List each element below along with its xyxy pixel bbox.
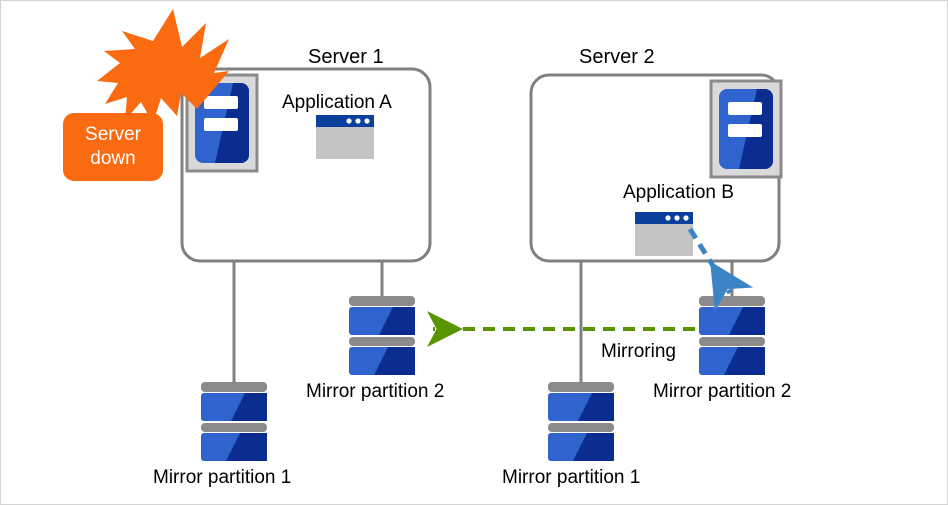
application-b-label: Application B — [623, 182, 734, 203]
blue-dashed-down-arrow-icon — [687, 227, 754, 312]
server-1-title: Server 1 — [308, 46, 384, 68]
lightning-burst-icon — [97, 9, 229, 123]
mirror-partition-2-left-label: Mirror partition 2 — [306, 381, 445, 402]
mirror-partition-1-right-label: Mirror partition 1 — [502, 467, 641, 488]
mirror-partition-2-right-label: Mirror partition 2 — [653, 381, 792, 402]
server-down-line-1: Server — [85, 124, 141, 146]
disk-stack-icon-right-upper — [699, 296, 765, 375]
server-down-badge: Server down — [63, 113, 163, 181]
application-window-icon-a — [316, 115, 374, 159]
mirroring-label: Mirroring — [601, 341, 676, 362]
server-1-connectors — [232, 261, 384, 387]
server-down-line-2: down — [90, 148, 136, 169]
disk-stack-icon-left-lower — [201, 382, 267, 461]
server-icon-2 — [709, 79, 783, 179]
mirror-partition-1-left-label: Mirror partition 1 — [153, 467, 292, 488]
disk-stack-icon-right-lower — [548, 382, 614, 461]
application-window-icon-b — [635, 212, 693, 256]
server-2-title: Server 2 — [579, 46, 655, 68]
application-a-label: Application A — [282, 92, 392, 113]
disk-stack-icon-left-upper — [349, 296, 415, 375]
